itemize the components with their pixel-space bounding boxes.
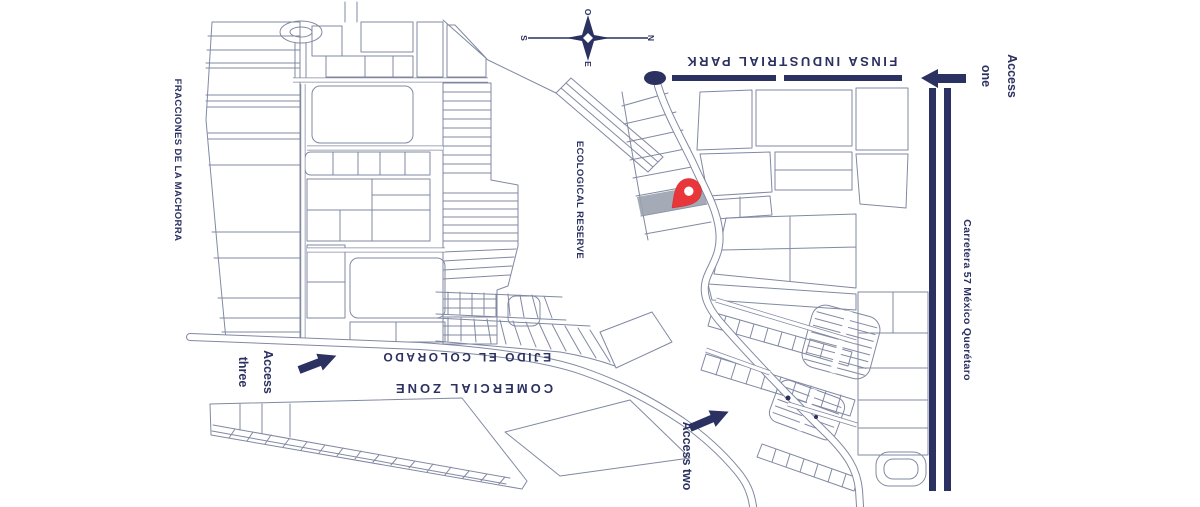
map-dot bbox=[814, 415, 818, 419]
access-three-label-word2: three bbox=[236, 357, 250, 388]
compass-south-label: S bbox=[519, 35, 529, 41]
access-two-label: Access two bbox=[680, 422, 694, 491]
roundabout-dot bbox=[644, 71, 666, 85]
area-label-ecological-reserve: ECOLOGICAL RESERVE bbox=[574, 141, 585, 259]
compass-north-label: N bbox=[646, 35, 656, 41]
compass-east-label: E bbox=[583, 61, 593, 67]
map-lots-layer bbox=[205, 1, 929, 492]
access-one-label-word2: one bbox=[979, 65, 993, 87]
compass-rose-icon: N S O E bbox=[519, 9, 656, 67]
road-label-ejido: EJIDO EL COLORADO bbox=[381, 350, 551, 364]
map-dot bbox=[785, 395, 791, 401]
compass-west-label: O bbox=[583, 9, 593, 16]
map-roads-layer bbox=[186, 77, 864, 507]
road-label-carretera-57: Carretera 57 México Querétaro bbox=[961, 219, 973, 381]
access-two-arrow-icon bbox=[688, 410, 729, 432]
access-three-arrow-icon bbox=[297, 353, 337, 374]
map-labels-layer: FINSA INDUSTRIAL PARK EJIDO EL COLORADO … bbox=[172, 54, 1019, 491]
area-label-comercial-zone: COMERCIAL ZONE bbox=[393, 381, 553, 396]
access-one-arrow-icon bbox=[921, 69, 966, 88]
location-pin bbox=[671, 178, 702, 209]
area-label-finsa-park: FINSA INDUSTRIAL PARK bbox=[685, 54, 898, 69]
access-one-label-word1: Access bbox=[1005, 54, 1019, 98]
area-label-fracciones: FRACCIONES DE LA MACHORRA bbox=[172, 79, 183, 242]
highway-carretera-57 bbox=[929, 88, 951, 491]
finsa-road bbox=[644, 71, 902, 85]
access-three-label-word1: Access bbox=[261, 350, 275, 394]
